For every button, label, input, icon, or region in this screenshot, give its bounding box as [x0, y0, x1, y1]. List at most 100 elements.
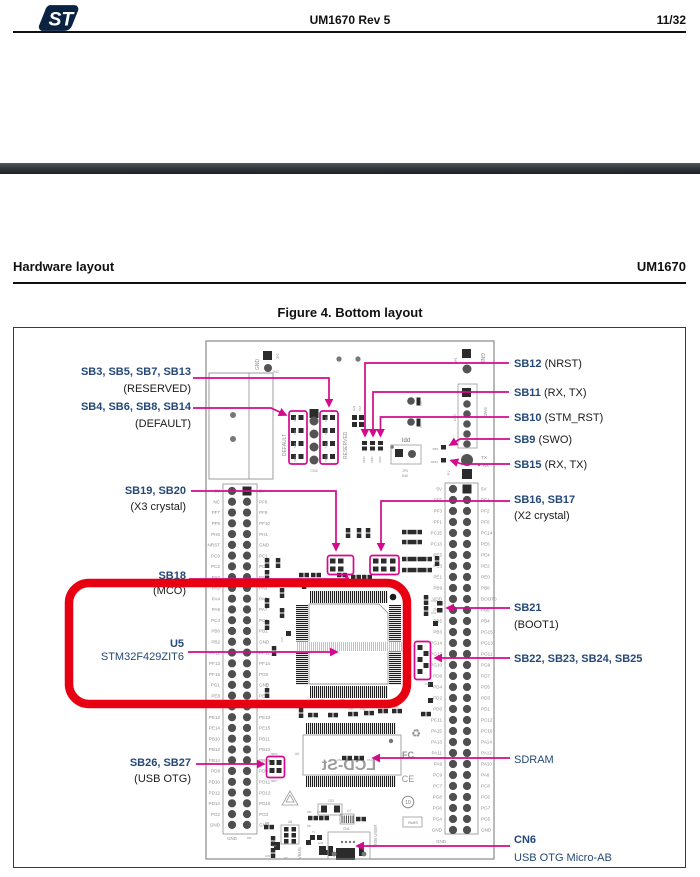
svg-text:PG8: PG8 [433, 795, 443, 800]
leader-line [449, 458, 510, 467]
svg-text:PD2: PD2 [433, 696, 442, 701]
svg-text:PG14: PG14 [430, 641, 442, 646]
svg-text:PD3: PD3 [481, 696, 490, 701]
svg-text:PE12: PE12 [209, 715, 221, 720]
svg-text:PE0: PE0 [481, 575, 490, 580]
svg-text:PC12: PC12 [481, 718, 493, 723]
svg-text:C32: C32 [360, 707, 366, 711]
svg-text:10: 10 [405, 800, 411, 806]
svg-text:PD4: PD4 [433, 685, 442, 690]
solder-bridge-highlight [326, 554, 355, 576]
svg-text:R66: R66 [307, 811, 312, 814]
svg-text:GND: GND [210, 823, 221, 828]
svg-text:PE2: PE2 [481, 564, 490, 569]
svg-text:C52: C52 [337, 758, 343, 762]
svg-text:PG4: PG4 [433, 817, 443, 822]
svg-text:PD8: PD8 [211, 769, 220, 774]
svg-text:DEFAULT: DEFAULT [282, 434, 288, 456]
svg-text:PF3: PF3 [434, 509, 443, 514]
svg-text:PC6: PC6 [481, 795, 490, 800]
figure-label: SB15 (RX, TX) [514, 459, 587, 471]
svg-text:SB14: SB14 [293, 455, 297, 462]
svg-text:PB2: PB2 [211, 639, 220, 644]
svg-text:PA7: PA7 [259, 607, 268, 612]
annotation-leaders [188, 362, 510, 851]
svg-text:CN4: CN4 [310, 469, 317, 473]
svg-text:PG9: PG9 [481, 663, 491, 668]
svg-text:GND: GND [259, 639, 270, 644]
svg-text:GND: GND [436, 839, 446, 844]
svg-text:SB15: SB15 [431, 460, 439, 464]
leader-line [360, 362, 509, 438]
figure-label: SB16, SB17 [514, 494, 575, 506]
solder-bridge-highlight [413, 640, 432, 681]
svg-text:PG15: PG15 [481, 630, 493, 635]
svg-text:PC7: PC7 [433, 784, 442, 789]
svg-text:R72: R72 [272, 845, 277, 848]
svg-text:PB3: PB3 [433, 630, 442, 635]
svg-text:SB12: SB12 [362, 456, 366, 463]
svg-text:C48: C48 [393, 705, 399, 709]
svg-text:5V: 5V [436, 487, 443, 492]
solder-bridge-highlight [319, 410, 339, 465]
svg-text:PC1: PC1 [259, 553, 268, 558]
svg-text:PA9: PA9 [434, 762, 443, 767]
svg-text:PE9: PE9 [259, 693, 268, 698]
svg-text:JP3: JP3 [402, 469, 408, 473]
figure-label: (RESERVED) [123, 383, 191, 395]
figure-label: (X3 crystal) [130, 501, 186, 513]
svg-text:VBUS: VBUS [297, 847, 302, 859]
svg-text:PA11: PA11 [431, 751, 442, 756]
svg-text:PH0: PH0 [211, 532, 220, 537]
svg-text:SB3: SB3 [324, 416, 328, 422]
section-doc-id: UM1670 [636, 259, 686, 274]
svg-text:PG12: PG12 [430, 652, 442, 657]
svg-text:PB9: PB9 [433, 586, 442, 591]
svg-text:RX: RX [483, 463, 489, 468]
svg-text:R28: R28 [352, 405, 356, 411]
svg-text:PE5: PE5 [433, 553, 442, 558]
figure-label: (MCO) [153, 585, 186, 597]
svg-text:PF15: PF15 [209, 672, 220, 677]
svg-text:LCD-St: LCD-St [321, 757, 376, 774]
svg-text:PA14: PA14 [481, 740, 492, 745]
svg-text:PD11: PD11 [259, 779, 271, 784]
svg-text:GND: GND [432, 828, 443, 833]
svg-text:LD6: LD6 [265, 854, 271, 858]
svg-text:T1: T1 [312, 830, 316, 834]
svg-text:R58: R58 [265, 822, 270, 825]
svg-text:PC14: PC14 [481, 531, 493, 536]
svg-text:PG2: PG2 [211, 812, 221, 817]
svg-text:SB26: SB26 [271, 752, 278, 756]
leader-line [448, 437, 510, 446]
svg-text:SB6: SB6 [293, 429, 297, 435]
figure-label: (USB OTG) [134, 773, 191, 785]
svg-text:PE14: PE14 [209, 726, 221, 731]
leader-line [193, 377, 334, 408]
svg-text:PD7: PD7 [481, 674, 490, 679]
svg-text:PC2: PC2 [211, 564, 220, 569]
svg-text:PD9: PD9 [259, 769, 268, 774]
svg-text:RoHS: RoHS [408, 821, 418, 825]
svg-text:C42: C42 [425, 682, 431, 686]
svg-text:PG5: PG5 [481, 817, 491, 822]
figure-label: SB11 (RX, TX) [514, 387, 587, 399]
svg-text:JP2: JP2 [276, 353, 280, 359]
svg-text:C33: C33 [431, 599, 437, 603]
svg-text:PG11: PG11 [481, 652, 493, 657]
svg-text:PB15: PB15 [259, 758, 271, 763]
svg-text:PB1: PB1 [259, 629, 268, 634]
svg-text:R69: R69 [247, 837, 252, 840]
figure-label: SB26, SB27 [130, 757, 191, 769]
svg-text:U6: U6 [295, 752, 299, 756]
svg-text:PD6: PD6 [433, 674, 442, 679]
svg-text:PF9: PF9 [212, 521, 221, 526]
figure-label: (BOOT1) [514, 619, 559, 631]
svg-text:PD10: PD10 [209, 779, 221, 784]
svg-text:PF6: PF6 [259, 499, 268, 504]
figure-label: SB4, SB6, SB8, SB14 [81, 401, 192, 413]
svg-text:PA0: PA0 [212, 575, 221, 580]
figure-label: SB12 (NRST) [514, 358, 582, 370]
